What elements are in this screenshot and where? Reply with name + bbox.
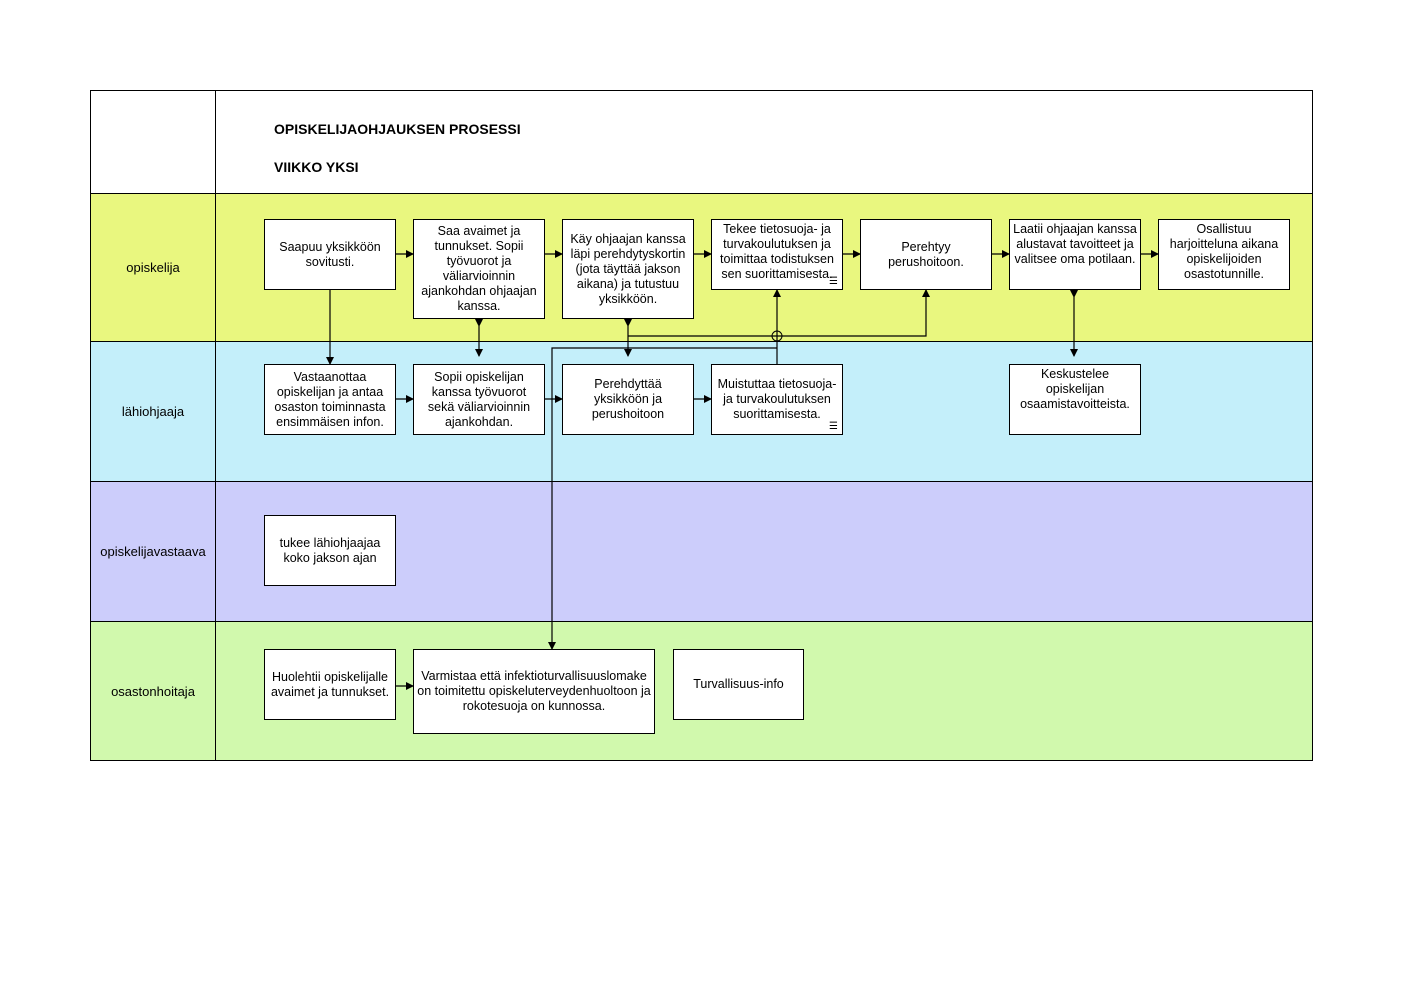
header-lane [90,90,1313,194]
box-tekee-tietosuoja-text: Tekee tietosuoja- ja turvakoulutuksen ja… [720,222,834,281]
box-huolehtii: Huolehtii opiskelijalle avaimet ja tunnu… [264,649,396,720]
box-muistuttaa: Muistuttaa tietosuoja- ja turvakoulutuks… [711,364,843,435]
lane-divider [215,90,216,761]
lane-label-opiskelijavastaava: opiskelijavastaava [100,544,206,559]
box-tukee: tukee lähiohjaajaa koko jakson ajan [264,515,396,586]
box-saa-avaimet: Saa avaimet ja tunnukset. Sopii työvuoro… [413,219,545,319]
box-varmistaa: Varmistaa että infektioturvallisuuslomak… [413,649,655,734]
box-laatii: Laatii ohjaajan kanssa alustavat tavoitt… [1009,219,1141,290]
lane-label-opiskelija: opiskelija [126,260,180,275]
box-kay-ohjaajan: Käy ohjaajan kanssa läpi perehdytyskorti… [562,219,694,319]
box-sopii: Sopii opiskelijan kanssa työvuorot sekä … [413,364,545,435]
box-turvallisuus: Turvallisuus-info [673,649,804,720]
box-vastaanottaa: Vastaanottaa opiskelijan ja antaa osasto… [264,364,396,435]
lane-label-osastonhoitaja: osastonhoitaja [111,683,195,699]
process-subtitle: VIIKKO YKSI [274,159,359,175]
box-osallistuu: Osallistuu harjoitteluna aikana opiskeli… [1158,219,1290,290]
box-keskustelee: Keskustelee opiskelijan osaamistavoittei… [1009,364,1141,435]
document-icon: ☰ [829,276,838,287]
box-muistuttaa-text: Muistuttaa tietosuoja- ja turvakoulutuks… [717,377,837,421]
process-title: OPISKELIJAOHJAUKSEN PROSESSI [274,121,521,137]
box-saapuu: Saapuu yksikköön sovitusti. [264,219,396,290]
box-perehdyttaa: Perehdyttää yksikköön ja perushoitoon [562,364,694,435]
document-icon: ☰ [829,421,838,432]
box-perehtyy: Perehtyy perushoitoon. [860,219,992,290]
lane-label-lahiohjaaja: lähiohjaaja [121,404,185,419]
box-tekee-tietosuoja: Tekee tietosuoja- ja turvakoulutuksen ja… [711,219,843,290]
